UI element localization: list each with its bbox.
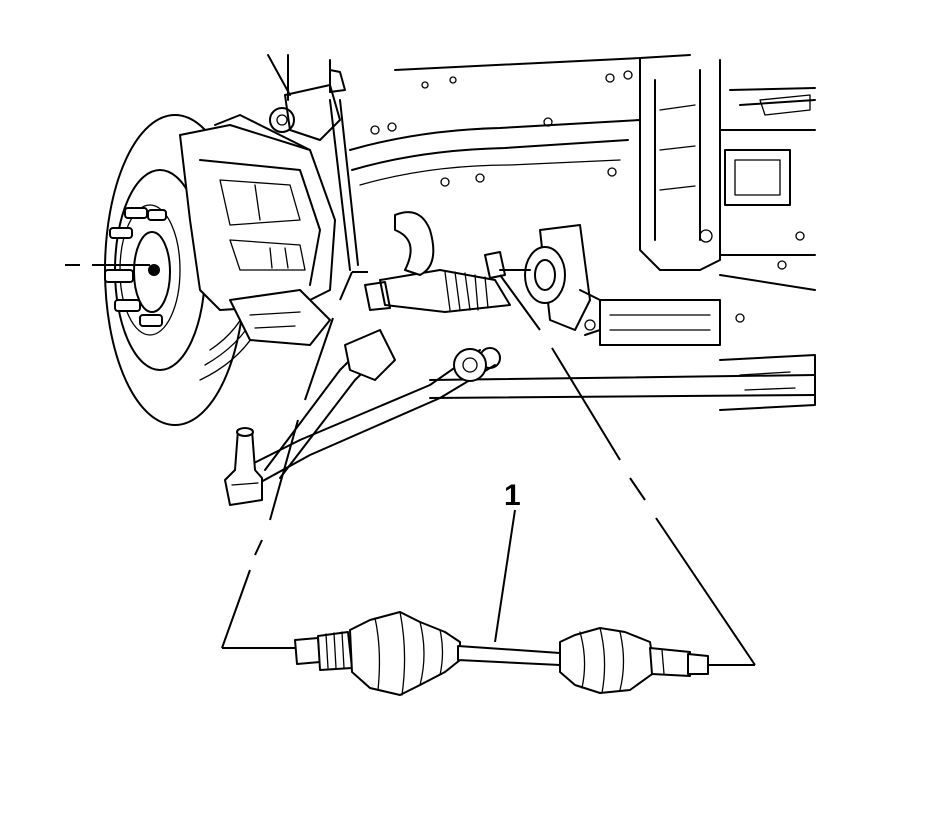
callout-1-leader xyxy=(494,509,516,643)
lower-control-arm xyxy=(239,329,501,489)
ball-joint xyxy=(224,427,263,506)
callout-leader-lines xyxy=(221,271,756,666)
callout-1: 1 xyxy=(494,479,521,643)
brake-caliper xyxy=(179,114,336,311)
wheel-studs xyxy=(104,207,167,327)
strut-assembly xyxy=(267,54,359,271)
steering-knuckle xyxy=(229,289,331,346)
callout-1-label: 1 xyxy=(504,479,521,512)
drive-axle xyxy=(294,611,709,696)
transmission-output xyxy=(484,224,601,336)
steering-gear xyxy=(364,211,511,313)
